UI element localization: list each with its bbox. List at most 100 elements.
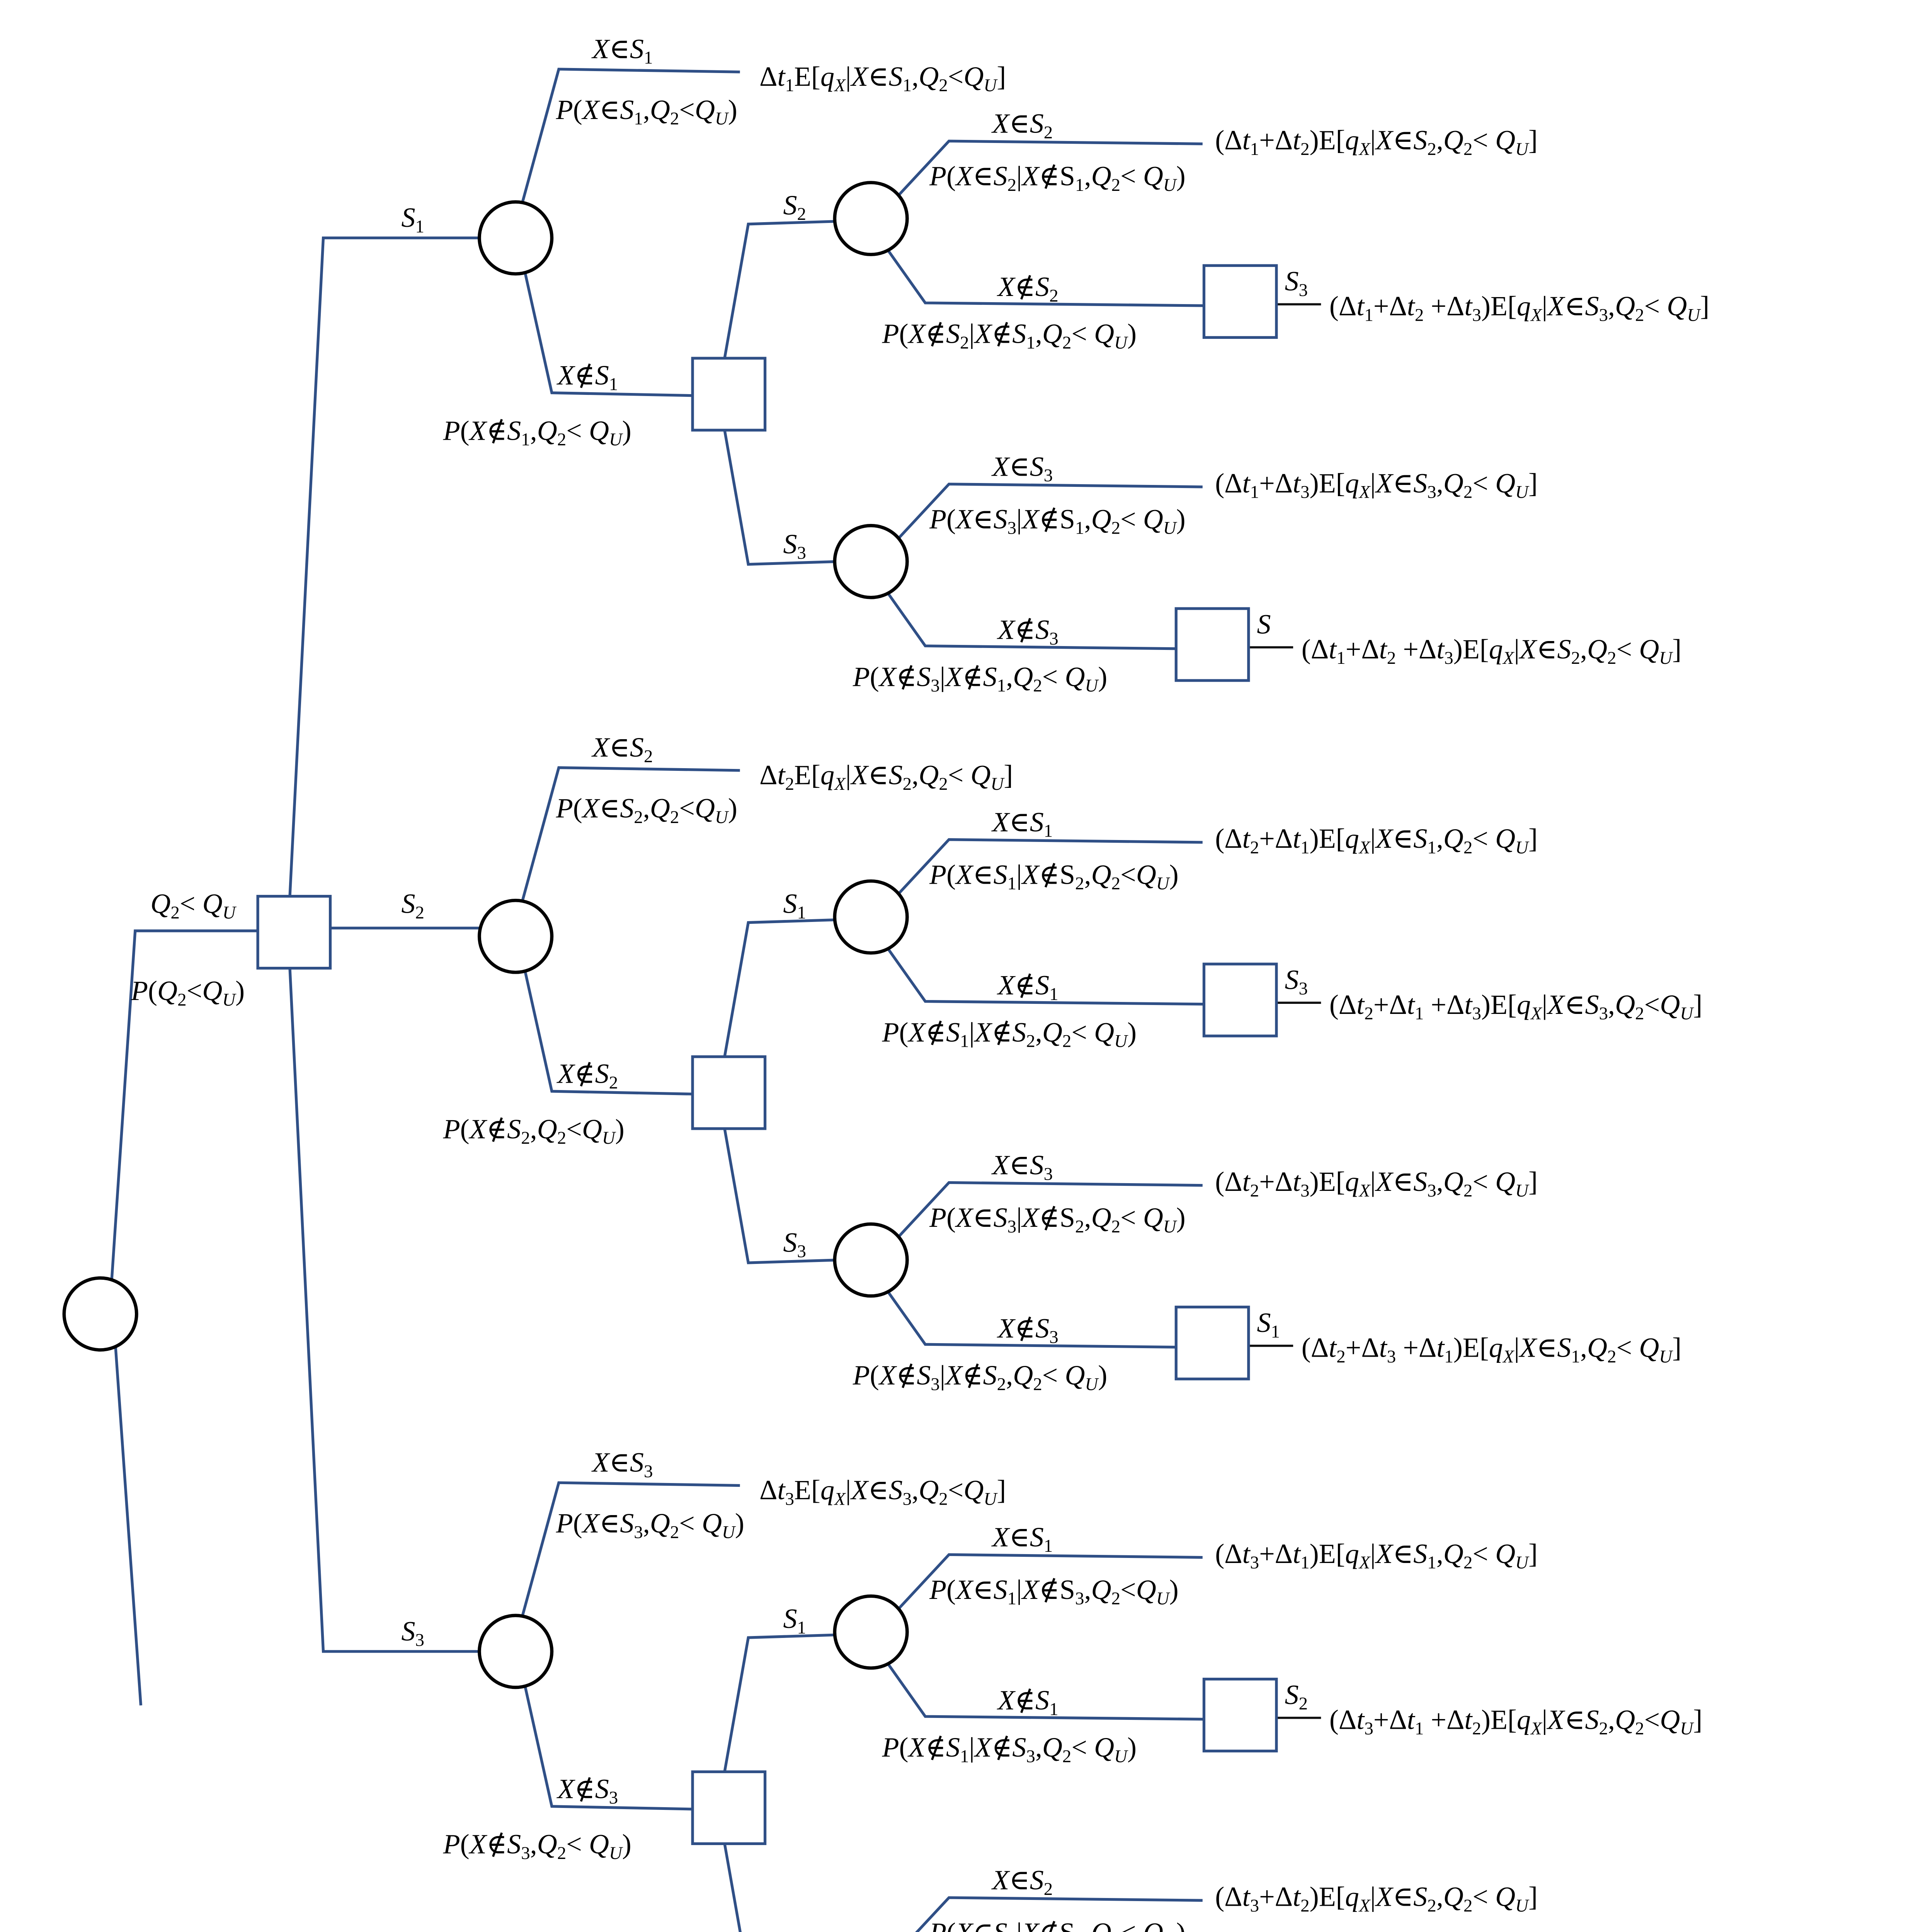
second-decision-node-S1	[691, 357, 767, 432]
substrategy-edge-S3-then-1	[723, 1633, 839, 1774]
final-payoff-S2-then-2: (Δt2+Δt3 +Δt1)E[qX|X∈S1,Q2< QU]	[1302, 1332, 1681, 1367]
substrategy-hit-payoff-S3-then-2: (Δt3+Δt2)E[qX|X∈S2,Q2< QU]	[1215, 1881, 1538, 1916]
substrategy-hit-label-S1-then-2: X∈S3	[991, 451, 1053, 486]
substrategy-hit-label-S2-then-2: X∈S3	[991, 1150, 1053, 1184]
substrategy-edge-S1-then-1	[723, 220, 839, 360]
miss-label-S3: X∉S3	[556, 1774, 618, 1808]
final-decision-node-S2-then-1	[1202, 963, 1278, 1037]
substrategy-chance-node-S1-then-1	[833, 181, 909, 256]
substrategy-hit-edge-S2-then-2	[897, 1181, 1203, 1239]
substrategy-hit-edge-S2-then-1	[897, 838, 1203, 896]
substrategy-hit-payoff-S1-then-2: (Δt1+Δt3)E[qX|X∈S3,Q2< QU]	[1215, 468, 1538, 502]
final-payoff-S1-then-2: (Δt1+Δt2 +Δt3)E[qX|X∈S2,Q2< QU]	[1302, 634, 1681, 668]
hit-probability-S2: P(X∈S2,Q2<QU)	[556, 793, 737, 827]
miss-edge-S1	[524, 272, 694, 397]
tree-nodes	[62, 181, 1278, 1845]
final-strategy-label-S2-then-2: S1	[1257, 1307, 1280, 1342]
substrategy-label-S1-then-2: S3	[783, 529, 806, 563]
substrategy-hit-payoff-S1-then-1: (Δt1+Δt2)E[qX|X∈S2,Q2< QU]	[1215, 125, 1538, 159]
edge-to-strategy-S3	[288, 966, 481, 1653]
tree-edges	[110, 68, 1321, 1932]
substrategy-edge-S3-then-2	[723, 1842, 742, 1932]
substrategy-miss-probability-S1-then-1: P(X∉S2|X∉S1,Q2< QU)	[882, 318, 1137, 353]
miss-edge-S3	[524, 1685, 694, 1811]
substrategy-label-S3-then-1: S1	[783, 1603, 806, 1638]
substrategy-hit-probability-S3-then-2: P(X∈S2|X∉S3,Q2< QU)	[929, 1917, 1186, 1932]
hit-label-S1: X∈S1	[591, 34, 653, 68]
strategy-label-S2: S2	[401, 888, 424, 923]
strategy-chance-node-S1	[478, 200, 554, 276]
second-decision-node-S2	[691, 1055, 767, 1130]
substrategy-hit-label-S2-then-1: X∈S1	[991, 807, 1053, 841]
substrategy-hit-edge-S1-then-2	[897, 483, 1203, 540]
substrategy-miss-probability-S1-then-2: P(X∉S3|X∉S1,Q2< QU)	[853, 662, 1108, 696]
substrategy-miss-probability-S3-then-1: P(X∉S1|X∉S3,Q2< QU)	[882, 1732, 1137, 1766]
root-edge-lower	[114, 1347, 143, 1706]
hit-payoff-S2: Δt2E[qX|X∈S2,Q2< QU]	[759, 760, 1013, 794]
substrategy-hit-probability-S2-then-2: P(X∈S3|X∉S2,Q2< QU)	[929, 1202, 1186, 1236]
miss-probability-S3: P(X∉S3,Q2< QU)	[443, 1829, 631, 1863]
substrategy-chance-node-S3-then-1	[833, 1594, 909, 1670]
final-decision-node-S3-then-1	[1202, 1677, 1278, 1753]
hit-payoff-S3: Δt3E[qX|X∈S3,Q2<QU]	[759, 1475, 1006, 1509]
substrategy-hit-edge-S1-then-1	[897, 139, 1203, 197]
substrategy-edge-S1-then-2	[723, 429, 839, 566]
strategy-chance-node-S3	[478, 1614, 554, 1689]
final-payoff-S1-then-1: (Δt1+Δt2 +Δt3)E[qX|X∈S3,Q2< QU]	[1329, 291, 1709, 325]
substrategy-hit-probability-S2-then-1: P(X∈S1|X∉S2,Q2<QU)	[929, 859, 1179, 894]
root-branch-label: Q2< QU	[150, 888, 237, 923]
second-decision-node-S3	[691, 1770, 767, 1845]
substrategy-hit-edge-S3-then-2	[915, 1896, 1203, 1932]
miss-label-S1: X∉S1	[556, 360, 618, 394]
substrategy-miss-probability-S2-then-1: P(X∉S1|X∉S2,Q2< QU)	[882, 1017, 1137, 1051]
hit-label-S2: X∈S2	[591, 732, 653, 766]
substrategy-hit-label-S3-then-1: X∈S1	[991, 1522, 1053, 1556]
substrategy-edge-S2-then-1	[723, 918, 839, 1058]
final-decision-node-S2-then-2	[1174, 1306, 1250, 1381]
hit-probability-S3: P(X∈S3,Q2< QU)	[556, 1508, 744, 1542]
substrategy-hit-label-S3-then-2: X∈S2	[991, 1865, 1053, 1899]
substrategy-label-S2-then-1: S1	[783, 888, 806, 923]
hit-edge-S1	[521, 68, 740, 204]
substrategy-miss-edge-S1-then-1	[887, 250, 1206, 307]
decision-node-strategy	[256, 895, 332, 970]
substrategy-miss-edge-S2-then-1	[887, 948, 1206, 1006]
substrategy-hit-payoff-S3-then-1: (Δt3+Δt1)E[qX|X∈S1,Q2< QU]	[1215, 1538, 1538, 1573]
hit-edge-S3	[521, 1481, 740, 1617]
substrategy-miss-label-S2-then-2: X∉S3	[997, 1313, 1059, 1347]
miss-probability-S1: P(X∉S1,Q2< QU)	[443, 415, 631, 450]
substrategy-hit-payoff-S2-then-2: (Δt2+Δt3)E[qX|X∈S3,Q2< QU]	[1215, 1166, 1538, 1201]
tree-labels: Q2< QUP(Q2<QU)S1X∈S1P(X∈S1,Q2<QU)Δt1E[qX…	[131, 34, 1709, 1932]
final-decision-node-S1-then-2	[1174, 607, 1250, 682]
final-strategy-label-S3-then-1: S2	[1285, 1679, 1308, 1714]
substrategy-label-S1-then-1: S2	[783, 190, 806, 224]
substrategy-miss-label-S1-then-2: X∉S3	[997, 614, 1059, 649]
final-payoff-S2-then-1: (Δt2+Δt1 +Δt3)E[qX|X∈S3,Q2<QU]	[1329, 989, 1702, 1024]
miss-edge-S2	[524, 971, 694, 1096]
substrategy-hit-payoff-S2-then-1: (Δt2+Δt1)E[qX|X∈S1,Q2< QU]	[1215, 823, 1538, 857]
strategy-label-S3: S3	[401, 1616, 424, 1650]
substrategy-hit-probability-S1-then-1: P(X∈S2|X∉S1,Q2< QU)	[929, 161, 1186, 195]
substrategy-hit-probability-S1-then-2: P(X∈S3|X∉S1,Q2< QU)	[929, 504, 1186, 538]
substrategy-miss-edge-S1-then-2	[887, 593, 1178, 650]
substrategy-miss-probability-S2-then-2: P(X∉S3|X∉S2,Q2< QU)	[853, 1360, 1108, 1394]
strategy-chance-node-S2	[478, 898, 554, 974]
substrategy-edge-S2-then-2	[723, 1127, 839, 1264]
substrategy-miss-label-S1-then-1: X∉S2	[997, 271, 1059, 306]
edge-to-strategy-S1	[288, 236, 481, 898]
substrategy-miss-edge-S2-then-2	[887, 1291, 1178, 1349]
final-payoff-S3-then-1: (Δt3+Δt1 +Δt2)E[qX|X∈S2,Q2<QU]	[1329, 1704, 1702, 1739]
substrategy-hit-label-S1-then-1: X∈S2	[991, 108, 1053, 143]
substrategy-chance-node-S1-then-2	[833, 524, 909, 599]
substrategy-chance-node-S2-then-2	[833, 1222, 909, 1298]
final-decision-node-S1-then-1	[1202, 264, 1278, 339]
hit-edge-S2	[521, 766, 740, 902]
miss-probability-S2: P(X∉S2,Q2<QU)	[443, 1114, 625, 1148]
miss-label-S2: X∉S2	[556, 1058, 618, 1093]
root-chance-node	[62, 1276, 138, 1352]
substrategy-miss-label-S3-then-1: X∉S1	[997, 1685, 1059, 1719]
substrategy-hit-edge-S3-then-1	[897, 1553, 1203, 1611]
hit-probability-S1: P(X∈S1,Q2<QU)	[556, 94, 737, 129]
strategy-label-S1: S1	[401, 202, 424, 236]
